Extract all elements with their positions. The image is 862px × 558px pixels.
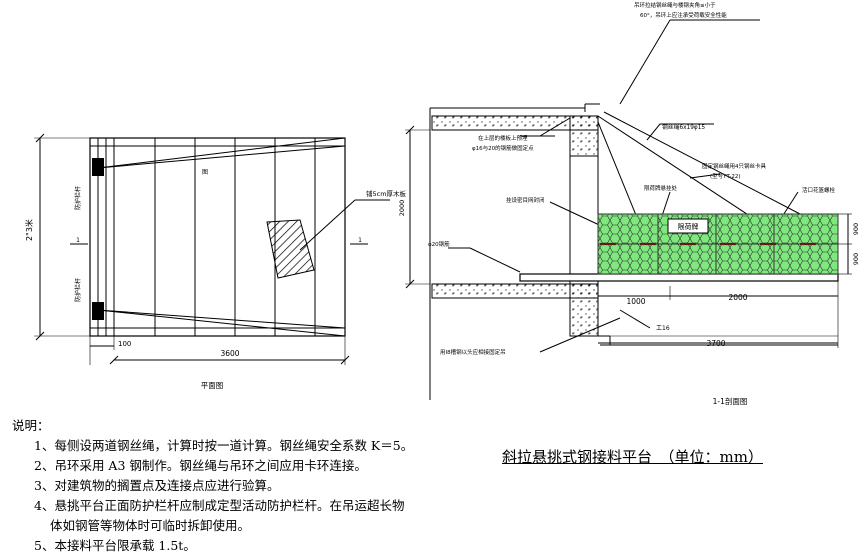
- section-fence-label: 活口花篮螺栓: [802, 186, 836, 194]
- section-sign-hang-label: 限荷牌悬挂处: [644, 184, 678, 192]
- section-clip-label-2: (型号YT-22): [710, 172, 741, 180]
- note-item-2: 2、吊环采用 A3 钢制作。钢丝绳与吊环之间应用卡环连接。: [34, 458, 367, 473]
- note-item-3: 3、对建筑物的搁置点及连接点应进行验算。: [34, 478, 280, 493]
- section-dim-3700: 3700: [706, 339, 725, 348]
- section-cable-label: 钢丝绳6x19φ15: [662, 123, 705, 131]
- section-note-anchor-2: φ16与20的钢筋做固定点: [472, 144, 534, 152]
- note-item-4-continued: 体如钢管等物体时可临时拆卸使用。: [50, 518, 251, 533]
- note-item-4: 4、悬挑平台正面防护栏杆应制成定型活动防护栏杆。在吊运超长物: [34, 498, 405, 513]
- plan-anchor-bottom: [92, 302, 104, 320]
- section-note-anchor-1: 在上层的楼板上预埋: [478, 134, 528, 142]
- section-dim-2000: 2000: [728, 293, 747, 302]
- section-dim-h2: 900: [852, 253, 860, 265]
- section-dim-height: 2000: [398, 200, 406, 217]
- section-dim-h1: 900: [852, 223, 860, 235]
- plan-anchor-top: [92, 158, 104, 176]
- notes-block: 说明： 1、每侧设两道钢丝绳，计算时按一道计算。钢丝绳安全系数 K＝5。 2、吊…: [12, 416, 482, 556]
- section-caption: 1-1剖面图: [713, 396, 748, 406]
- section-note-top-2: 60°，吊环上应注承受荷载安全性能: [640, 11, 727, 19]
- plan-side-label-top: 防护栏杆: [74, 186, 82, 210]
- plan-timber-label: 铺5cm厚木板: [366, 189, 407, 198]
- plan-section-mark-right: 1: [358, 237, 362, 244]
- section-view: [405, 19, 852, 400]
- load-limit-sign-text: 限荷牌: [678, 222, 699, 231]
- plan-section-mark-left: 1: [76, 237, 80, 244]
- section-hoop-label: 工16: [656, 325, 670, 332]
- load-limit-sign: [667, 218, 709, 234]
- plan-caption: 平面图: [201, 381, 224, 390]
- plan-side-label-bottom: 防护栏杆: [74, 278, 82, 302]
- section-clip-label-1: 固定钢丝绳用4只钢丝卡具: [702, 162, 767, 170]
- plan-view: [34, 133, 390, 365]
- section-dim-1000: 1000: [626, 297, 645, 306]
- note-item-1: 1、每侧设两道钢丝绳，计算时按一道计算。钢丝绳安全系数 K＝5。: [34, 438, 414, 453]
- plan-width-label: 2"3米: [24, 219, 34, 241]
- plan-center-label: 图: [202, 169, 208, 176]
- drawing-title: 斜拉悬挑式钢接料平台 （单位：mm）: [502, 448, 763, 466]
- section-net-posts: [598, 214, 838, 274]
- plan-dim-length: 3600: [220, 349, 239, 358]
- note-item-5: 5、本接料平台限承载 1.5t。: [34, 538, 196, 553]
- plan-dim-offset: 100: [118, 340, 131, 348]
- notes-heading: 说明：: [12, 418, 50, 433]
- section-bottom-label: 用I8槽钢以头应相接固定吊: [440, 348, 506, 356]
- section-note-top-1: 吊环拉结钢丝绳与楼钢夹角≤小于: [634, 1, 716, 9]
- section-bolt-label: φ20钢筋: [428, 240, 450, 248]
- section-net-label: 挂设密目网封闭: [506, 196, 545, 204]
